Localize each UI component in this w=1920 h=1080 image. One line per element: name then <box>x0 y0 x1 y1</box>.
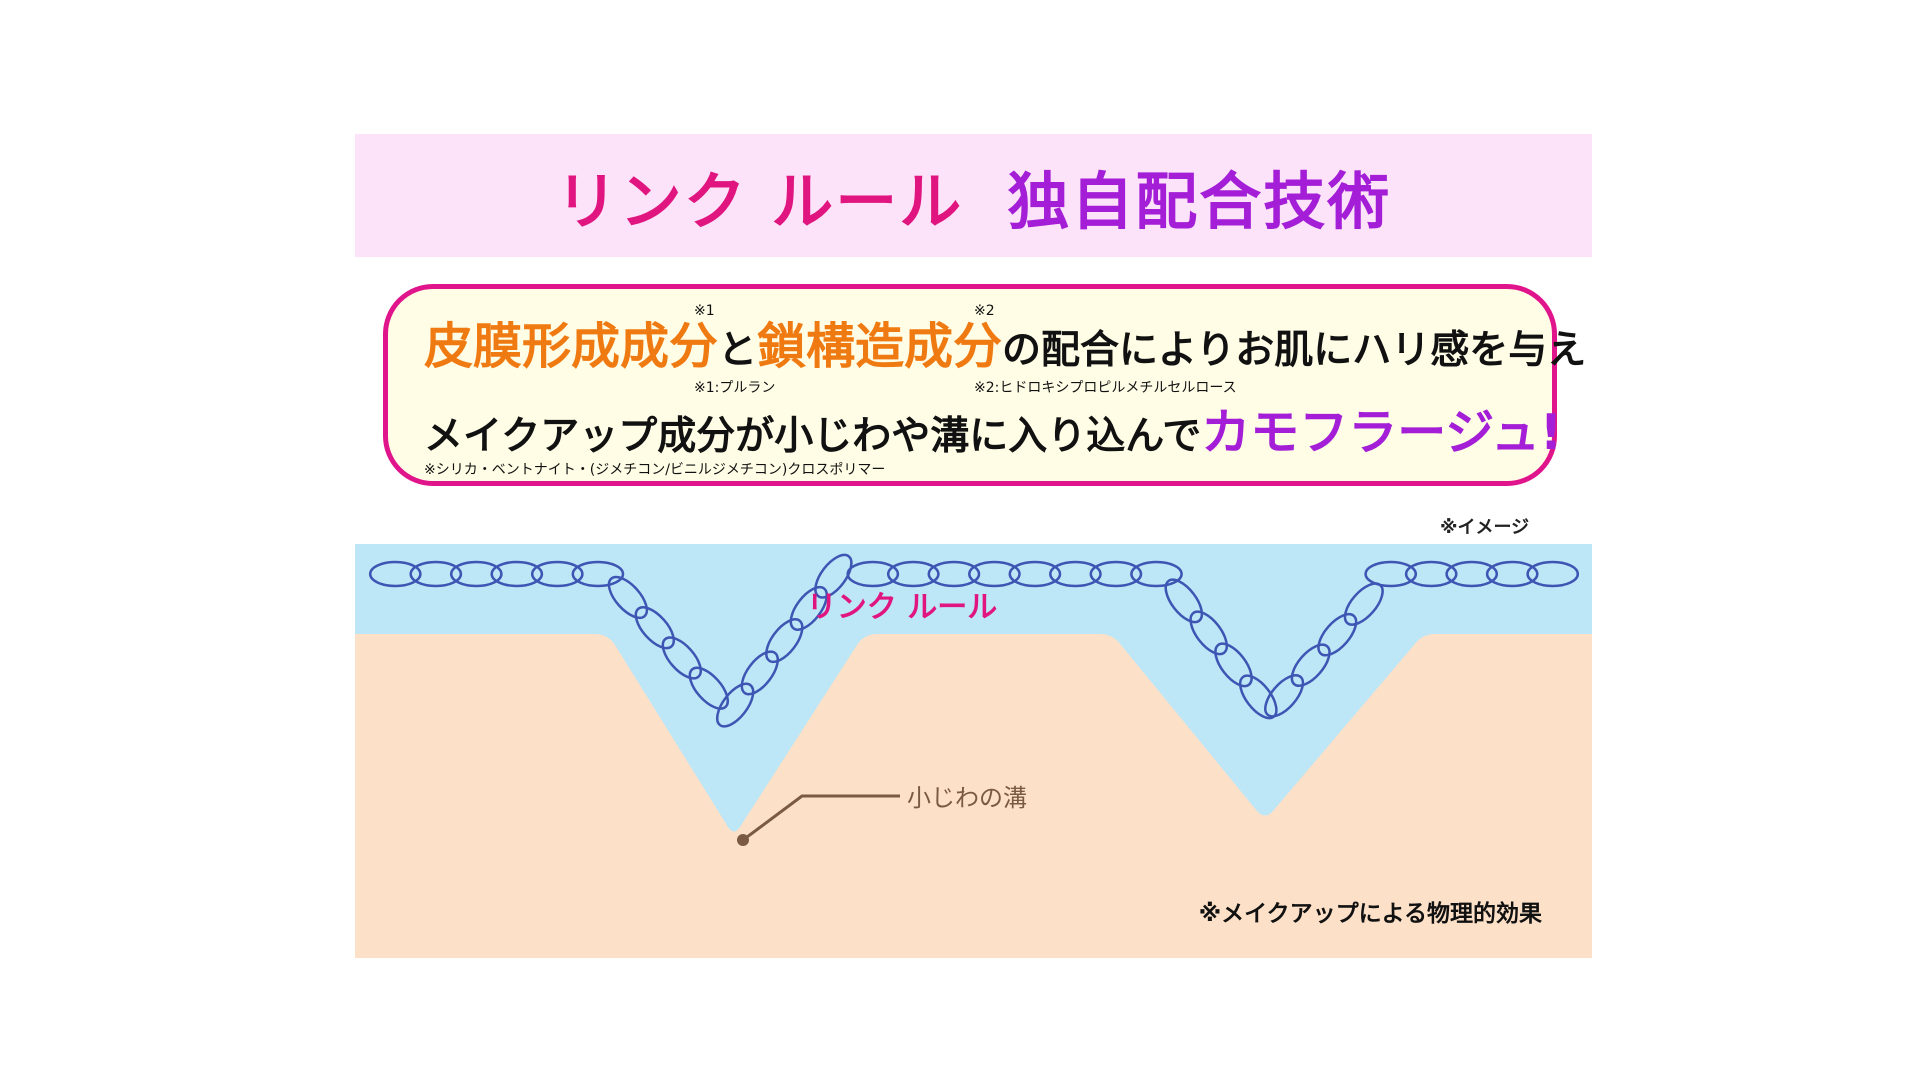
skin-diagram: リンク ルール 小じわの溝 ※メイクアップによる物理的効果 <box>355 544 1592 958</box>
footnote-3: ※シリカ・ベントナイト・(ジメチコン/ビニルジメチコン)クロスポリマー <box>424 462 886 478</box>
chain-link <box>1049 560 1102 588</box>
title-technology: 独自配合技術 <box>1007 164 1392 238</box>
chain-link <box>814 553 853 599</box>
footnote-2: ※2:ヒドロキシプロピルメチルセルロース <box>974 380 1237 396</box>
chain-link <box>490 560 544 588</box>
chain-link <box>886 560 940 588</box>
chain-link <box>688 666 729 710</box>
chain-link <box>1164 578 1204 624</box>
chain-link <box>1290 643 1331 687</box>
footnote-mark-2: ※2 <box>974 303 995 319</box>
chain-link <box>846 560 900 588</box>
conjunction-text: と <box>718 328 758 373</box>
wrinkle-pointer-dot <box>737 834 749 846</box>
chain-molecule <box>368 553 1580 728</box>
line1-rest-text: の配合によりお肌にハリ感を与え <box>1002 328 1587 373</box>
chain-link <box>368 560 422 588</box>
chain-link <box>1008 560 1062 588</box>
film-ingredient-text: 皮膜形成成分 <box>424 318 719 375</box>
chain-link <box>449 560 503 588</box>
image-note: ※イメージ <box>1440 517 1530 538</box>
camouflage-text: カモフラージュ! <box>1201 404 1563 461</box>
chain-link <box>765 618 804 664</box>
chain-link <box>409 560 463 588</box>
title-brand: リンク ルール <box>555 164 964 238</box>
chain-link <box>571 560 625 588</box>
chain-ingredient-text: 鎖構造成分 <box>757 318 1003 375</box>
chain-link <box>715 682 755 728</box>
chain-link <box>968 560 1021 588</box>
film-layer <box>355 544 1592 832</box>
footnote-1: ※1:プルラン <box>694 380 776 396</box>
page-title: リンク ルール独自配合技術 <box>556 151 1392 241</box>
chain-link <box>1445 560 1499 588</box>
chain-link <box>634 606 675 650</box>
wrinkle-label: 小じわの溝 <box>907 784 1027 812</box>
chain-link <box>1214 642 1253 688</box>
chain-link <box>1404 560 1458 588</box>
footnote-mark-1: ※1 <box>694 303 715 319</box>
makeup-effect-text: メイクアップ成分が小じわや溝に入り込んで <box>424 414 1202 459</box>
title-band: リンク ルール独自配合技術 <box>355 134 1592 257</box>
chain-link <box>1089 560 1143 588</box>
chain-link <box>1264 674 1305 718</box>
wrinkle-pointer-line <box>742 794 900 842</box>
chain-link <box>1130 560 1183 588</box>
film-layer-label: リンク ルール <box>807 590 997 625</box>
info-line-1: 皮膜形成成分と鎖構造成分の配合によりお肌にハリ感を与え <box>424 317 1586 381</box>
info-line-2: メイクアップ成分が小じわや溝に入り込んでカモフラージュ! <box>424 403 1562 467</box>
chain-link <box>607 575 649 620</box>
chain-link <box>661 636 702 680</box>
chain-link <box>1364 560 1418 588</box>
chain-link <box>927 560 981 588</box>
chain-link <box>1317 612 1358 657</box>
chain-link <box>740 650 780 696</box>
chain-link <box>1189 610 1229 656</box>
chain-link <box>789 585 829 631</box>
chain-link <box>1526 560 1580 588</box>
info-box: 皮膜形成成分と鎖構造成分の配合によりお肌にハリ感を与え ※1 ※2 ※1:プルラ… <box>383 284 1586 486</box>
chain-link <box>530 560 584 588</box>
skin-diagram-svg: リンク ルール 小じわの溝 ※メイクアップによる物理的効果 <box>355 544 1592 958</box>
effect-note: ※メイクアップによる物理的効果 <box>1199 900 1542 927</box>
chain-link <box>1485 560 1539 588</box>
